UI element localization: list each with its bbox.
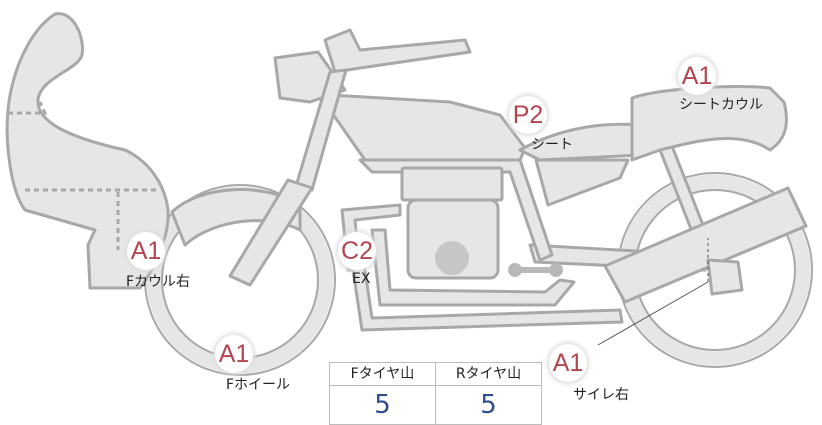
handlebar (323, 28, 472, 74)
grade-badge-f-wheel: A1 (215, 335, 253, 373)
part-label-seat: シート (531, 137, 573, 153)
front-fender (170, 188, 302, 247)
part-label-f-wheel: Fホイール (226, 377, 291, 393)
side-cover (534, 158, 630, 207)
engine-cylinder (400, 166, 504, 202)
muffler-leader (597, 281, 709, 346)
engine-block (406, 198, 500, 280)
grade-badge-seat: P2 (509, 96, 547, 134)
tire-tread-table: Fタイヤ山 5 Rタイヤ山 5 (329, 362, 542, 425)
engine-cover (435, 241, 469, 275)
cowl-seam-upper (8, 101, 48, 115)
grade-badge-f-cowl: A1 (127, 232, 165, 270)
muffler-end (706, 258, 744, 296)
front-tire-tread-value: 5 (374, 390, 391, 420)
front-cowl-shape (5, 12, 170, 290)
exhaust-pipe (370, 228, 576, 307)
footpeg (508, 263, 563, 277)
cowl-seam-lower (25, 188, 158, 250)
grade-badge-seat-cowl: A1 (678, 57, 716, 95)
rear-tire-tread-value: 5 (480, 390, 497, 420)
part-label-muffler: サイレ右 (573, 387, 629, 403)
fuel-tank (328, 93, 527, 162)
part-label-f-cowl: Fカウル右 (126, 274, 191, 290)
front-tire-tread-label: Fタイヤ山 (330, 363, 435, 386)
rear-tire-column: Rタイヤ山 5 (436, 363, 541, 424)
grade-badge-muffler: A1 (549, 344, 587, 382)
muffler-shape (603, 186, 808, 304)
part-label-seat-cowl: シートカウル (679, 97, 763, 113)
part-label-ex: EX (352, 271, 371, 287)
front-tire-column: Fタイヤ山 5 (330, 363, 436, 424)
fork-lower (228, 178, 314, 287)
rear-tire-tread-label: Rタイヤ山 (436, 363, 541, 386)
grade-badge-ex: C2 (338, 232, 376, 270)
